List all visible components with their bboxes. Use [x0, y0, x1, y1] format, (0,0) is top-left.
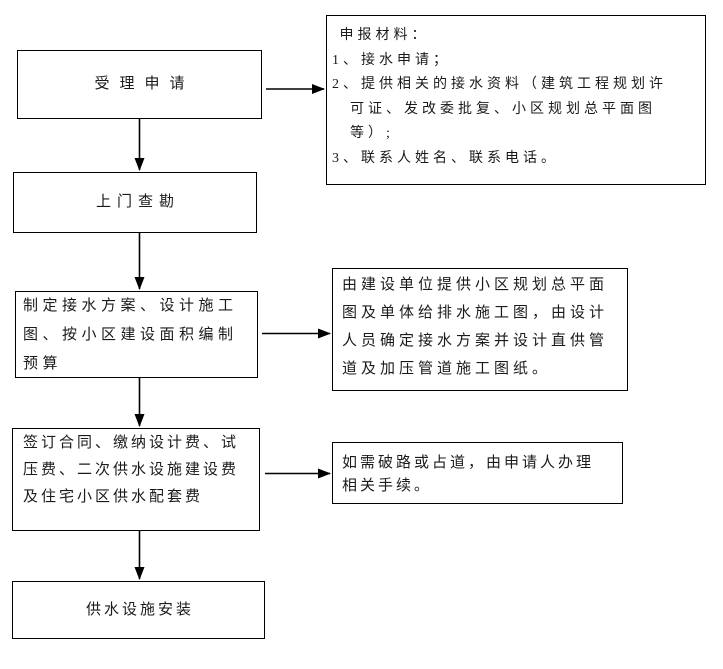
note-box-application-materials: 申报材料： 1、接水申请； 2、提供相关的接水资料（建筑工程规划许 可证、发改委…	[326, 15, 706, 185]
note-box-design-details: 由建设单位提供小区规划总平面 图及单体给排水施工图，由设计 人员确定接水方案并设…	[332, 268, 628, 391]
note-box-road-permit: 如需破路或占道，由申请人办理 相关手续。	[332, 442, 623, 504]
step-box-sign-contract-pay-fees: 签订合同、缴纳设计费、试 压费、二次供水设施建设费 及住宅小区供水配套费	[12, 428, 260, 531]
step-box-accept-application: 受理申请	[17, 50, 262, 119]
step-box-plan-and-design: 制定接水方案、设计施工 图、按小区建设面积编制 预算	[15, 291, 258, 378]
step-box-install-facilities: 供水设施安装	[12, 581, 265, 639]
step-box-site-survey: 上门查勘	[13, 172, 257, 233]
